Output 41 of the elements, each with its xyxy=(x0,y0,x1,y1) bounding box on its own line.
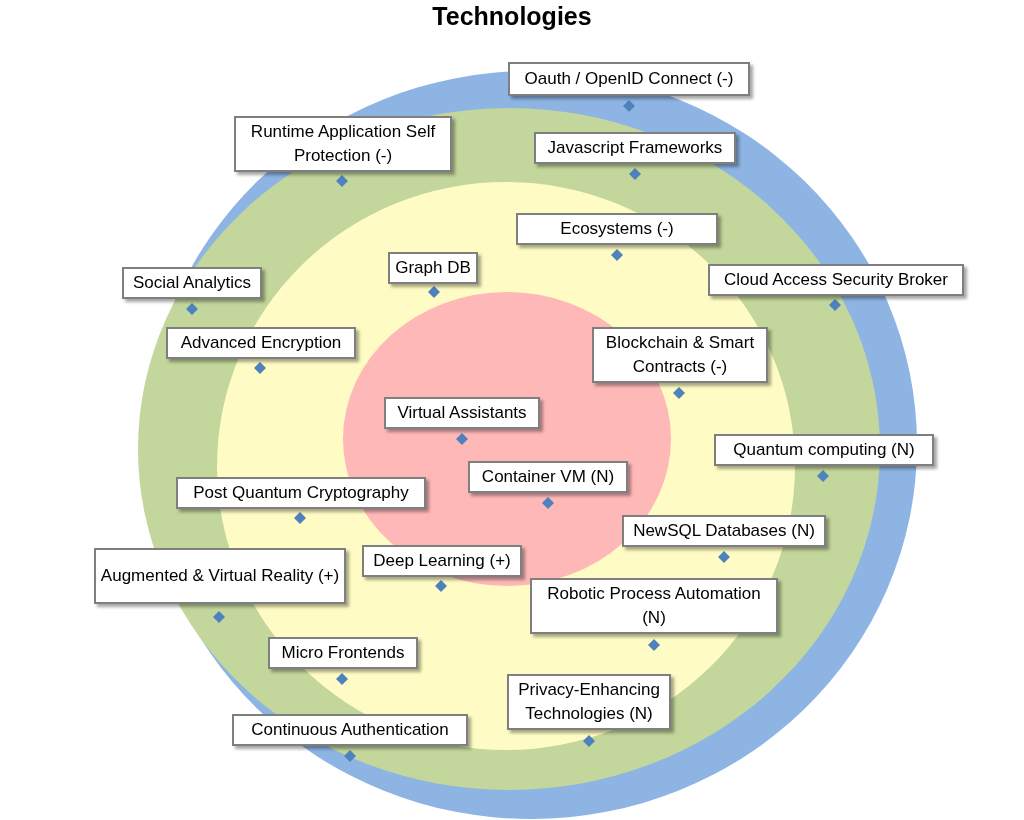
technology-name: Continuous Authentication xyxy=(251,719,449,741)
label-box xyxy=(714,434,934,466)
label-box xyxy=(166,327,356,359)
label-box xyxy=(234,116,452,172)
technology-name: Blockchain & Smart Contracts (-) xyxy=(604,332,756,378)
label-box xyxy=(388,252,478,284)
technology-name: NewSQL Databases (N) xyxy=(633,520,815,542)
technology-name: Social Analytics xyxy=(132,272,252,294)
technology-name: Micro Frontends xyxy=(281,642,405,664)
label-box xyxy=(232,714,468,746)
label-box xyxy=(534,132,736,164)
technology-name: Ecosystems (-) xyxy=(560,218,674,240)
label-box xyxy=(507,674,671,730)
label-box xyxy=(516,213,718,245)
title: Technologies xyxy=(432,2,592,31)
label-box xyxy=(268,637,418,669)
technology-name: Augmented & Virtual Reality (+) xyxy=(100,565,340,587)
technology-name: Robotic Process Automation (N) xyxy=(546,583,762,629)
technology-name: Deep Learning (+) xyxy=(373,550,511,572)
technology-name: Privacy-Enhancing Technologies (N) xyxy=(517,679,661,725)
label-box xyxy=(122,267,262,299)
label-box xyxy=(362,545,522,577)
label-box xyxy=(384,397,540,429)
label-box xyxy=(176,477,426,509)
technology-name: Runtime Application Self Protection (-) xyxy=(249,121,437,167)
technology-name: Post Quantum Cryptography xyxy=(193,482,409,504)
technology-name: Quantum computing (N) xyxy=(733,439,915,461)
label-box xyxy=(530,578,778,634)
technology-name: Javascript Frameworks xyxy=(547,137,723,159)
label-box xyxy=(94,548,346,604)
label-box xyxy=(468,461,628,493)
technology-name: Advanced Encryption xyxy=(180,332,342,354)
technology-name: Graph DB xyxy=(395,257,471,279)
technology-name: Container VM (N) xyxy=(481,466,615,488)
label-box xyxy=(592,327,768,383)
technology-name: Oauth / OpenID Connect (-) xyxy=(524,68,734,90)
label-box xyxy=(508,62,750,96)
technology-name: Virtual Assistants xyxy=(397,402,527,424)
technology-name: Cloud Access Security Broker xyxy=(724,269,948,291)
label-box xyxy=(622,515,826,547)
label-box xyxy=(708,264,964,296)
